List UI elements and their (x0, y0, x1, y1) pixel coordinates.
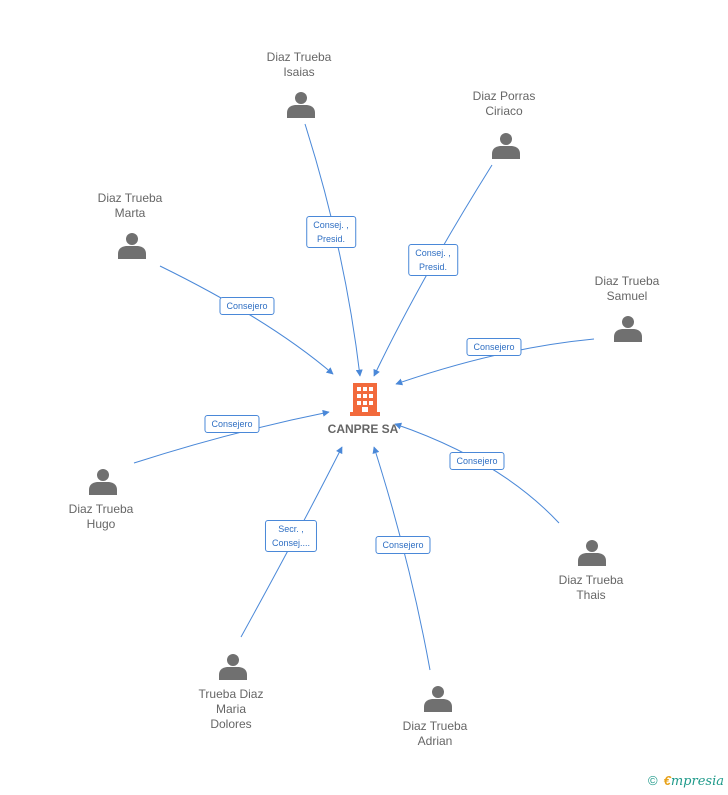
role-badge-thais[interactable]: Consejero (449, 452, 505, 470)
person-name-line: Samuel (606, 289, 648, 303)
role-badge-maria-dolores[interactable]: Secr. , Consej.... (264, 520, 318, 552)
person-name-line: Ciriaco (485, 104, 523, 118)
company-icon[interactable] (350, 383, 380, 416)
company-name[interactable]: CANPRE SA (327, 422, 399, 436)
role-line: Consejero (382, 540, 424, 550)
brand-logo-letter: € (663, 773, 671, 788)
person-name-line: Diaz Porras (472, 89, 536, 103)
edge-thais (394, 422, 560, 524)
person-name-line: Diaz Trueba (97, 191, 163, 205)
person-icon[interactable] (614, 316, 642, 342)
role-line: Presid. (418, 262, 447, 272)
role-badge-samuel[interactable]: Consejero (466, 338, 522, 356)
role-line: Secr. , (278, 524, 304, 534)
person-name-line: Isaias (283, 65, 315, 79)
role-badge-hugo[interactable]: Consejero (204, 415, 260, 433)
person-icon[interactable] (578, 540, 606, 566)
person-name-line: Diaz Trueba (266, 50, 332, 64)
role-badge-isaias[interactable]: Consej. , Presid. (306, 216, 356, 248)
role-line: Presid. (316, 234, 345, 244)
role-line: Consejero (456, 456, 498, 466)
edge-marta (159, 265, 334, 375)
person-name-line: Maria (215, 702, 247, 716)
edge-isaias (304, 123, 363, 377)
role-line: Consej.... (271, 538, 311, 548)
role-badge-marta[interactable]: Consejero (219, 297, 275, 315)
person-name-line: Thais (576, 588, 606, 602)
role-badge-adrian[interactable]: Consejero (375, 536, 431, 554)
person-icon[interactable] (424, 686, 452, 712)
person-name-line: Hugo (86, 517, 116, 531)
role-badge-ciriaco[interactable]: Consej. , Presid. (408, 244, 458, 276)
brand-name: mpresia (670, 774, 724, 789)
edge-adrian (372, 446, 431, 671)
person-name-line: Dolores (210, 717, 252, 731)
role-line: Consejero (211, 419, 253, 429)
person-icon[interactable] (219, 654, 247, 680)
person-icon[interactable] (89, 469, 117, 495)
role-line: Consejero (473, 342, 515, 352)
person-name-line: Diaz Trueba (558, 573, 624, 587)
role-line: Consej. , (313, 220, 349, 230)
person-name-line: Diaz Trueba (402, 719, 468, 733)
person-icon[interactable] (492, 133, 520, 159)
brand-footer: © €mpresia (648, 773, 724, 789)
edge-hugo (133, 409, 330, 464)
person-name-line: Marta (114, 206, 146, 220)
person-icon[interactable] (118, 233, 146, 259)
person-name-line: Adrian (417, 734, 453, 748)
role-line: Consejero (226, 301, 268, 311)
person-name-line: Trueba Diaz (198, 687, 264, 701)
person-name-line: Diaz Trueba (68, 502, 134, 516)
copyright-icon: © (648, 773, 658, 788)
role-line: Consej. , (415, 248, 451, 258)
person-name-line: Diaz Trueba (594, 274, 660, 288)
person-icon[interactable] (287, 92, 315, 118)
